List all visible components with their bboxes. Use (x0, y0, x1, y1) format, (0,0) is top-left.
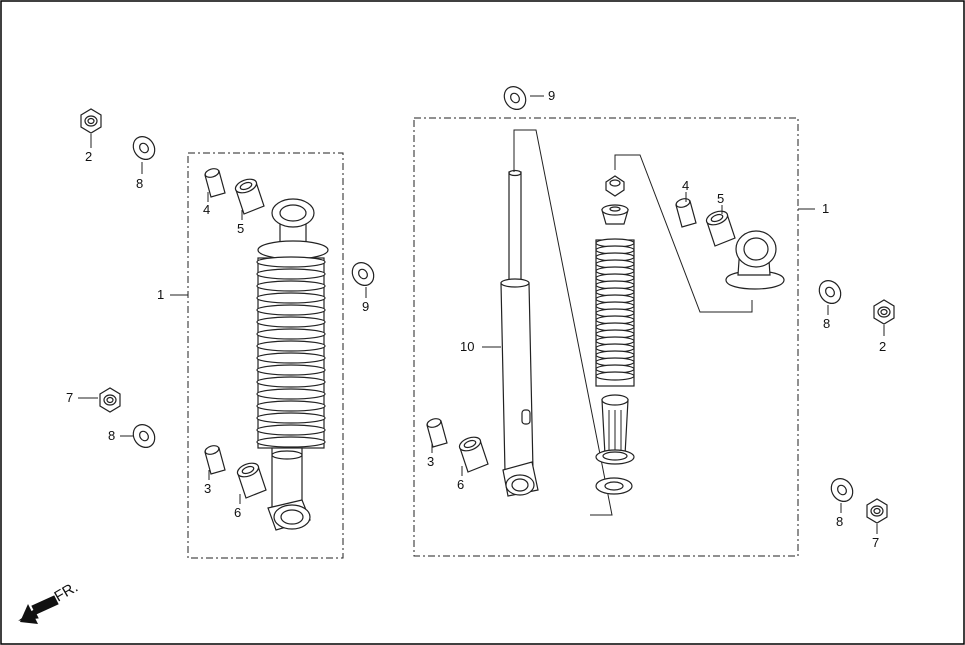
hex-nut-icon (99, 387, 121, 413)
spring-coil (256, 388, 326, 400)
right-assembly-frame (413, 117, 799, 557)
callout-top-washer-9: 9 (548, 88, 555, 103)
spring-coil (256, 412, 326, 424)
callout-right-nut-lower: 7 (872, 535, 879, 550)
spring-coil (256, 424, 326, 436)
spring-coil (256, 400, 326, 412)
bush-icon (233, 175, 265, 215)
collar-icon (203, 166, 226, 198)
damper-unit (500, 169, 539, 497)
washer-icon (128, 131, 160, 165)
callout-right-washer-lower: 8 (836, 514, 843, 529)
callout-right-assembly: 1 (822, 201, 829, 216)
callout-left-washer-top: 8 (136, 176, 143, 191)
spring-coil (256, 352, 326, 364)
spring-components (595, 175, 635, 495)
hex-nut-icon (873, 299, 895, 325)
callout-right-nut-upper: 2 (879, 339, 886, 354)
spring-coil (256, 376, 326, 388)
left-assembly-frame (187, 152, 344, 559)
callout-left-collar-b: 3 (204, 481, 211, 496)
callout-left-bush-a: 5 (237, 221, 244, 236)
left-shock-absorber (256, 198, 329, 531)
bush-icon (704, 207, 736, 247)
washer-icon (499, 81, 531, 115)
spring-coil (256, 304, 326, 316)
spring-coil (256, 256, 326, 268)
bush-icon (235, 459, 267, 499)
washer-icon (826, 473, 858, 507)
collar-icon (203, 443, 226, 475)
callout-right-collar-a: 4 (682, 178, 689, 193)
collar-icon (425, 416, 448, 448)
front-arrow-icon (18, 595, 59, 624)
callout-left-collar-a: 4 (203, 202, 210, 217)
callout-right-bush-b: 6 (457, 477, 464, 492)
callout-left-nut-top: 2 (85, 149, 92, 164)
washer-icon (814, 275, 846, 309)
callout-right-collar-b: 3 (427, 454, 434, 469)
callout-left-washer-bottom: 8 (108, 428, 115, 443)
washer-icon (347, 257, 379, 291)
callout-left-nut-bottom: 7 (66, 390, 73, 405)
spring-coil (256, 364, 326, 376)
callout-left-washer-9: 9 (362, 299, 369, 314)
spring-coil (256, 436, 326, 448)
spring-coil (256, 268, 326, 280)
spring-coil (595, 371, 635, 381)
spring-coil (256, 316, 326, 328)
spring-coil (256, 280, 326, 292)
hex-nut-icon (866, 498, 888, 524)
spring-coil (256, 340, 326, 352)
hex-nut-icon (80, 108, 102, 134)
upper-mount-eye (725, 230, 785, 290)
callout-right-washer-upper: 8 (823, 316, 830, 331)
spring-coil (256, 328, 326, 340)
callout-left-assembly: 1 (157, 287, 164, 302)
callout-left-bush-b: 6 (234, 505, 241, 520)
callout-damper: 10 (460, 339, 474, 354)
callout-right-bush-a: 5 (717, 191, 724, 206)
spring-coil (256, 292, 326, 304)
